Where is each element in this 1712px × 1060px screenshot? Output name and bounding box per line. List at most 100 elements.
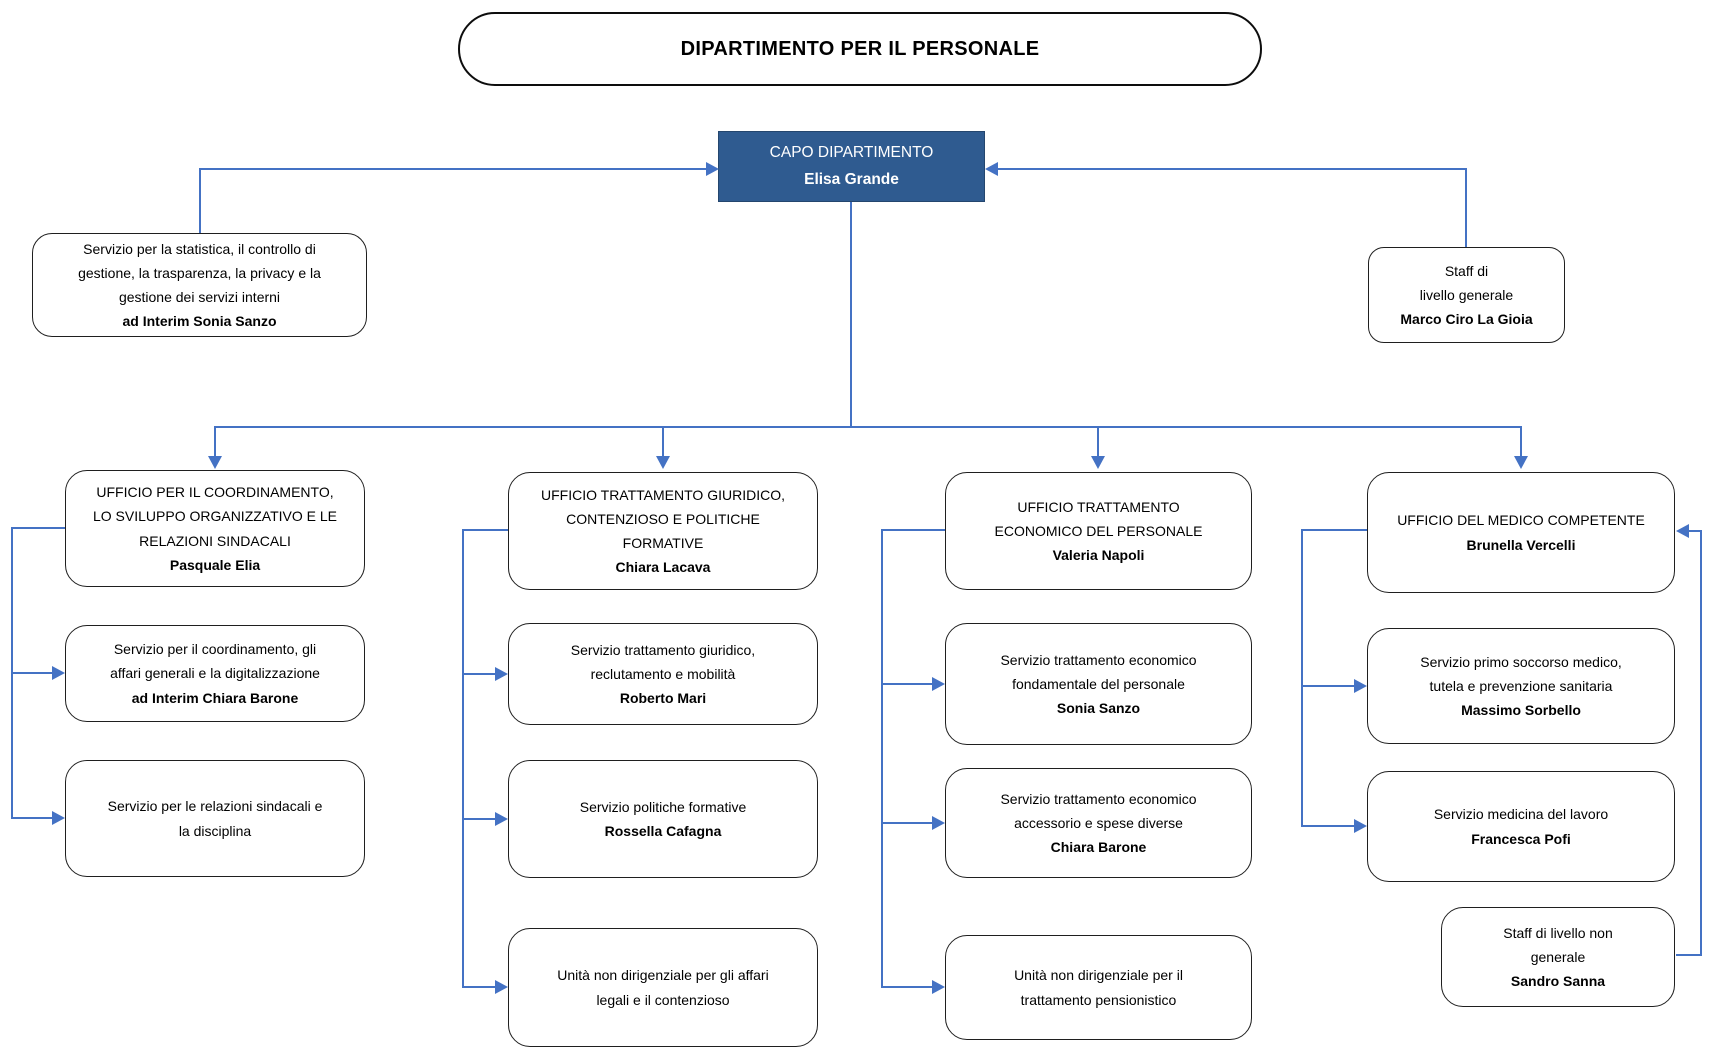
connector-line bbox=[997, 168, 1466, 170]
unita-trattamento-pensionistico-box: Unità non dirigenziale per il trattament… bbox=[945, 935, 1252, 1040]
connector-line bbox=[850, 202, 852, 426]
connector-line bbox=[11, 672, 52, 674]
office-medico-competente-manager: Brunella Vercelli bbox=[1466, 536, 1576, 553]
department-title: DIPARTIMENTO PER IL PERSONALE bbox=[680, 37, 1040, 60]
staff-livello-generale-manager: Marco Ciro La Gioia bbox=[1400, 311, 1533, 328]
connector-arrowhead bbox=[932, 816, 945, 830]
connector-arrowhead bbox=[208, 456, 222, 469]
connector-arrowhead bbox=[1514, 456, 1528, 469]
connector-line bbox=[1520, 426, 1522, 456]
connector-arrowhead bbox=[1091, 456, 1105, 469]
office-medico-competente-label: UFFICIO DEL MEDICO COMPETENTE bbox=[1397, 512, 1645, 529]
service-manager: Chiara Barone bbox=[1050, 839, 1147, 856]
service-politiche-formative-box: Servizio politiche formative Rossella Ca… bbox=[508, 760, 818, 878]
office-trattamento-giuridico-label: UFFICIO TRATTAMENTO GIURIDICO, CONTENZIO… bbox=[541, 486, 785, 551]
office-trattamento-economico-manager: Valeria Napoli bbox=[1052, 547, 1145, 564]
connector-line bbox=[1689, 530, 1702, 532]
service-economico-accessorio-box: Servizio trattamento economico accessori… bbox=[945, 768, 1252, 878]
connector-line bbox=[462, 529, 464, 988]
service-label: Servizio trattamento giuridico, reclutam… bbox=[570, 641, 756, 682]
connector-line bbox=[462, 673, 495, 675]
connector-line bbox=[881, 529, 883, 988]
connector-line bbox=[1301, 685, 1354, 687]
capo-dipartimento-box: CAPO DIPARTIMENTO Elisa Grande bbox=[718, 131, 985, 202]
office-trattamento-giuridico-manager: Chiara Lacava bbox=[615, 559, 711, 576]
service-manager: Sonia Sanzo bbox=[1056, 700, 1141, 717]
service-label: Servizio per il coordinamento, gli affar… bbox=[110, 641, 320, 682]
connector-arrowhead bbox=[932, 980, 945, 994]
staff-livello-generale-box: Staff di livello generale Marco Ciro La … bbox=[1368, 247, 1565, 343]
office-coordinamento-manager: Pasquale Elia bbox=[169, 556, 261, 573]
connector-line bbox=[214, 426, 216, 456]
office-medico-competente-box: UFFICIO DEL MEDICO COMPETENTE Brunella V… bbox=[1367, 472, 1675, 593]
connector-line bbox=[462, 986, 495, 988]
connector-arrowhead bbox=[985, 162, 998, 176]
connector-line bbox=[1465, 168, 1467, 247]
connector-line bbox=[214, 426, 1522, 428]
connector-arrowhead bbox=[52, 811, 65, 825]
service-manager: Roberto Mari bbox=[619, 690, 707, 707]
service-label: Unità non dirigenziale per gli affari le… bbox=[557, 967, 769, 1008]
statistics-service-label: Servizio per la statistica, il controllo… bbox=[78, 240, 321, 305]
connector-arrowhead bbox=[495, 667, 508, 681]
office-coordinamento-label: UFFICIO PER IL COORDINAMENTO, LO SVILUPP… bbox=[92, 484, 338, 549]
service-relazioni-sindacali-box: Servizio per le relazioni sindacali e la… bbox=[65, 760, 365, 877]
connector-line bbox=[881, 683, 932, 685]
service-coordinamento-digitalizzazione-box: Servizio per il coordinamento, gli affar… bbox=[65, 625, 365, 722]
connector-line bbox=[199, 168, 201, 233]
service-manager: ad Interim Chiara Barone bbox=[131, 689, 299, 706]
connector-line bbox=[1676, 954, 1702, 956]
staff-livello-non-generale-box: Staff di livello non generale Sandro San… bbox=[1441, 907, 1675, 1007]
connector-line bbox=[881, 529, 945, 531]
service-manager: Rossella Cafagna bbox=[604, 823, 722, 839]
connector-line bbox=[1301, 529, 1367, 531]
office-coordinamento-box: UFFICIO PER IL COORDINAMENTO, LO SVILUPP… bbox=[65, 470, 365, 587]
service-label: Servizio trattamento economico accessori… bbox=[1000, 790, 1197, 831]
office-trattamento-economico-box: UFFICIO TRATTAMENTO ECONOMICO DEL PERSON… bbox=[945, 472, 1252, 590]
connector-line bbox=[1301, 825, 1354, 827]
connector-arrowhead bbox=[932, 677, 945, 691]
service-manager: Sandro Sanna bbox=[1510, 973, 1606, 990]
connector-line bbox=[11, 817, 52, 819]
staff-livello-generale-label: Staff di livello generale bbox=[1419, 262, 1514, 303]
service-label: Servizio primo soccorso medico, tutela e… bbox=[1420, 653, 1622, 694]
unita-affari-legali-box: Unità non dirigenziale per gli affari le… bbox=[508, 928, 818, 1047]
department-title-pill: DIPARTIMENTO PER IL PERSONALE bbox=[458, 12, 1262, 86]
connector-arrowhead bbox=[1354, 819, 1367, 833]
connector-line bbox=[462, 818, 495, 820]
service-label: Staff di livello non generale bbox=[1503, 924, 1613, 965]
connector-line bbox=[462, 529, 508, 531]
service-label: Unità non dirigenziale per il trattament… bbox=[1014, 967, 1183, 1008]
office-trattamento-economico-label: UFFICIO TRATTAMENTO ECONOMICO DEL PERSON… bbox=[994, 498, 1203, 539]
connector-line bbox=[662, 426, 664, 456]
connector-line bbox=[199, 168, 706, 170]
connector-arrowhead bbox=[1354, 679, 1367, 693]
service-giuridico-reclutamento-box: Servizio trattamento giuridico, reclutam… bbox=[508, 623, 818, 725]
connector-arrowhead bbox=[495, 980, 508, 994]
service-primo-soccorso-box: Servizio primo soccorso medico, tutela e… bbox=[1367, 628, 1675, 744]
connector-line bbox=[881, 986, 932, 988]
connector-arrowhead bbox=[656, 456, 670, 469]
office-trattamento-giuridico-box: UFFICIO TRATTAMENTO GIURIDICO, CONTENZIO… bbox=[508, 472, 818, 590]
service-manager: Francesca Pofi bbox=[1471, 830, 1571, 847]
connector-line bbox=[1097, 426, 1099, 456]
connector-line bbox=[11, 527, 65, 529]
capo-name: Elisa Grande bbox=[804, 170, 899, 188]
service-label: Servizio trattamento economico fondament… bbox=[1000, 651, 1197, 692]
connector-arrowhead bbox=[1676, 524, 1689, 538]
service-label: Servizio politiche formative bbox=[579, 798, 747, 815]
service-economico-fondamentale-box: Servizio trattamento economico fondament… bbox=[945, 623, 1252, 745]
connector-arrowhead bbox=[706, 162, 719, 176]
connector-line bbox=[1700, 530, 1702, 956]
connector-line bbox=[1301, 529, 1303, 827]
service-medicina-lavoro-box: Servizio medicina del lavoro Francesca P… bbox=[1367, 771, 1675, 882]
service-label: Servizio per le relazioni sindacali e la… bbox=[107, 798, 323, 839]
statistics-service-manager: ad Interim Sonia Sanzo bbox=[122, 313, 277, 330]
capo-role: CAPO DIPARTIMENTO bbox=[769, 144, 934, 162]
connector-arrowhead bbox=[495, 812, 508, 826]
connector-arrowhead bbox=[52, 666, 65, 680]
service-manager: Massimo Sorbello bbox=[1461, 702, 1581, 719]
service-label: Servizio medicina del lavoro bbox=[1433, 806, 1609, 823]
statistics-service-box: Servizio per la statistica, il controllo… bbox=[32, 233, 367, 337]
